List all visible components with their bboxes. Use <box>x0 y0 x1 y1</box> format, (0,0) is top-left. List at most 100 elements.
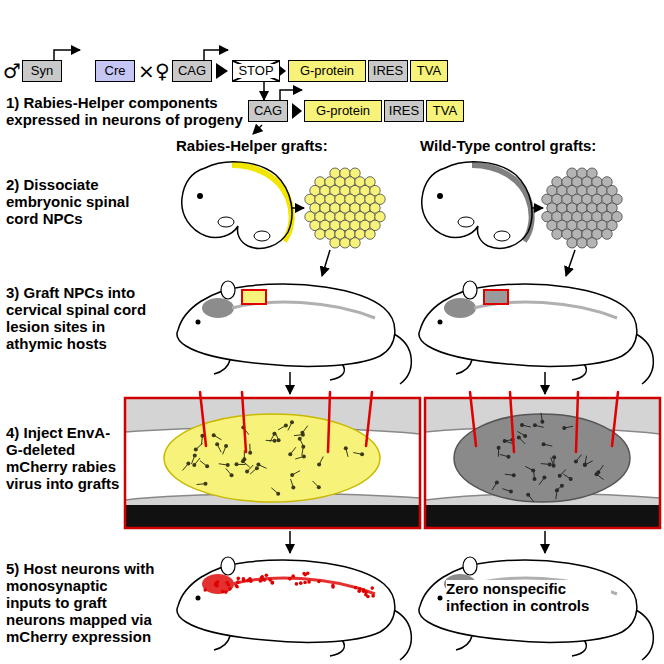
graft-neuron <box>526 493 534 502</box>
mcherry-neuron <box>302 572 306 576</box>
npc-cell <box>315 229 325 239</box>
soma <box>300 431 304 435</box>
art-shape <box>197 193 203 199</box>
mcherry-neuron <box>221 590 225 594</box>
gene-element-box: CAG <box>172 60 212 82</box>
art-shape <box>422 162 532 248</box>
soma <box>255 466 259 470</box>
mcherry-neuron <box>288 577 292 581</box>
mcherry-neuron <box>291 574 295 578</box>
graft-neuron <box>250 466 259 474</box>
soma <box>212 433 216 437</box>
graft-neuron <box>533 470 537 481</box>
rat-host <box>177 281 411 384</box>
soma <box>548 462 552 466</box>
soma <box>503 439 507 443</box>
graft-neuron <box>317 457 323 467</box>
mcherry-neuron <box>216 580 220 584</box>
art-shape <box>125 505 420 528</box>
npc-cell <box>365 229 375 239</box>
art-shape <box>183 420 365 495</box>
art-shape <box>182 162 292 248</box>
gene-element-box: Syn <box>22 60 62 82</box>
graft-neuron <box>540 413 544 424</box>
graft-neuron <box>200 461 209 469</box>
gene-element-box: IRES <box>368 60 408 82</box>
result-note: Zero nonspecific infection in controls <box>446 580 611 614</box>
soma <box>302 455 306 459</box>
element-name: G-protein <box>316 104 370 118</box>
soma <box>523 434 527 438</box>
art-shape <box>242 392 246 452</box>
graft-neuron <box>235 462 246 466</box>
group-heading: Wild-Type control grafts: <box>420 137 640 154</box>
npc-cell <box>577 238 587 248</box>
art-shape <box>218 217 234 227</box>
art-shape <box>454 414 630 502</box>
art-shape <box>200 392 372 452</box>
promoter-arrow <box>54 50 80 60</box>
mcherry-neuron <box>364 590 368 594</box>
soma <box>562 426 566 430</box>
soma <box>291 486 295 490</box>
mcherry-neuron <box>227 583 231 587</box>
art-shape <box>437 193 443 199</box>
soma <box>542 442 546 446</box>
art-shape <box>484 290 508 304</box>
rat-traced <box>177 557 411 660</box>
mcherry-neuron <box>307 580 311 584</box>
graft-neuron <box>497 446 501 457</box>
graft-neuron <box>288 447 296 456</box>
soma <box>298 437 302 441</box>
npc-cell <box>587 238 597 248</box>
graft-neuron <box>353 452 364 456</box>
art-shape <box>425 398 660 528</box>
embryo <box>182 162 292 248</box>
graft-neuron <box>583 461 593 467</box>
graft-neuron <box>500 454 511 458</box>
soma <box>317 463 321 467</box>
graft-neuron <box>563 474 572 481</box>
graft-neuron <box>194 443 203 451</box>
soma <box>230 473 234 477</box>
mcherry-neuron <box>236 580 240 584</box>
mcherry-neuron <box>242 579 246 583</box>
art-shape <box>254 231 270 241</box>
npc-cluster <box>542 168 622 248</box>
soma <box>186 462 190 466</box>
soma <box>226 463 230 467</box>
soma <box>276 492 280 496</box>
step-label: 2) Dissociate embryonic spinal cord NPCs <box>6 176 156 227</box>
group-heading: Rabies-Helper grafts: <box>176 137 336 154</box>
graft-neuron <box>503 439 514 444</box>
soma <box>506 455 510 459</box>
step-label: 1) Rabies-Helper components expressed in… <box>6 94 246 128</box>
npc-cell <box>350 238 360 248</box>
soma <box>192 463 196 467</box>
gene-element-box: G-protein <box>288 60 366 82</box>
graft-neuron <box>533 423 544 427</box>
soma <box>215 442 219 446</box>
soma <box>205 464 209 468</box>
graft-neuron <box>583 456 587 467</box>
soma <box>301 445 305 449</box>
gene-element-box: TVA <box>410 60 448 82</box>
graft-zoom-panel <box>125 392 420 528</box>
mcherry-neuron <box>317 580 321 584</box>
graft-neuron <box>219 463 230 467</box>
art-shape <box>164 414 380 502</box>
npc-cell <box>567 238 577 248</box>
soma <box>540 420 544 424</box>
soma <box>193 454 197 458</box>
step-label: 3) Graft NPCs into cervical spinal cord … <box>6 284 164 352</box>
art-shape <box>322 250 330 276</box>
graft-neuron <box>502 489 513 494</box>
soma <box>526 493 530 497</box>
art-shape <box>472 165 532 241</box>
art-shape <box>289 372 291 394</box>
art-shape <box>125 398 420 528</box>
graft-neuron <box>290 471 300 477</box>
graft-neuron <box>192 458 200 467</box>
cross-line <box>233 61 279 81</box>
loxp-triangle <box>216 63 228 79</box>
